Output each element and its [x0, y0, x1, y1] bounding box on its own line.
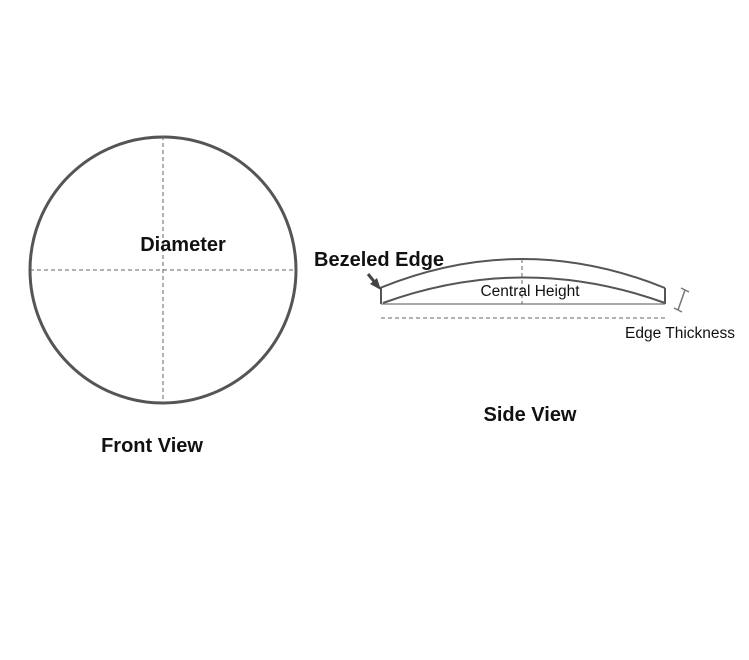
edge-thickness-label: Edge Thickness	[625, 325, 735, 342]
bezeled-edge-label: Bezeled Edge	[314, 249, 444, 271]
diameter-label: Diameter	[140, 234, 226, 256]
bezeled-edge-arrow-icon	[366, 273, 381, 290]
side-view-caption: Side View	[483, 404, 576, 426]
edge-thickness-marker	[673, 287, 690, 313]
lens-inner-curve	[382, 276, 666, 304]
front-view: Diameter Front View	[28, 135, 298, 457]
central-height-label: Central Height	[480, 283, 580, 300]
front-view-caption: Front View	[101, 435, 203, 457]
side-view: Bezeled Edge Central Height Edge Thickne…	[314, 249, 735, 426]
